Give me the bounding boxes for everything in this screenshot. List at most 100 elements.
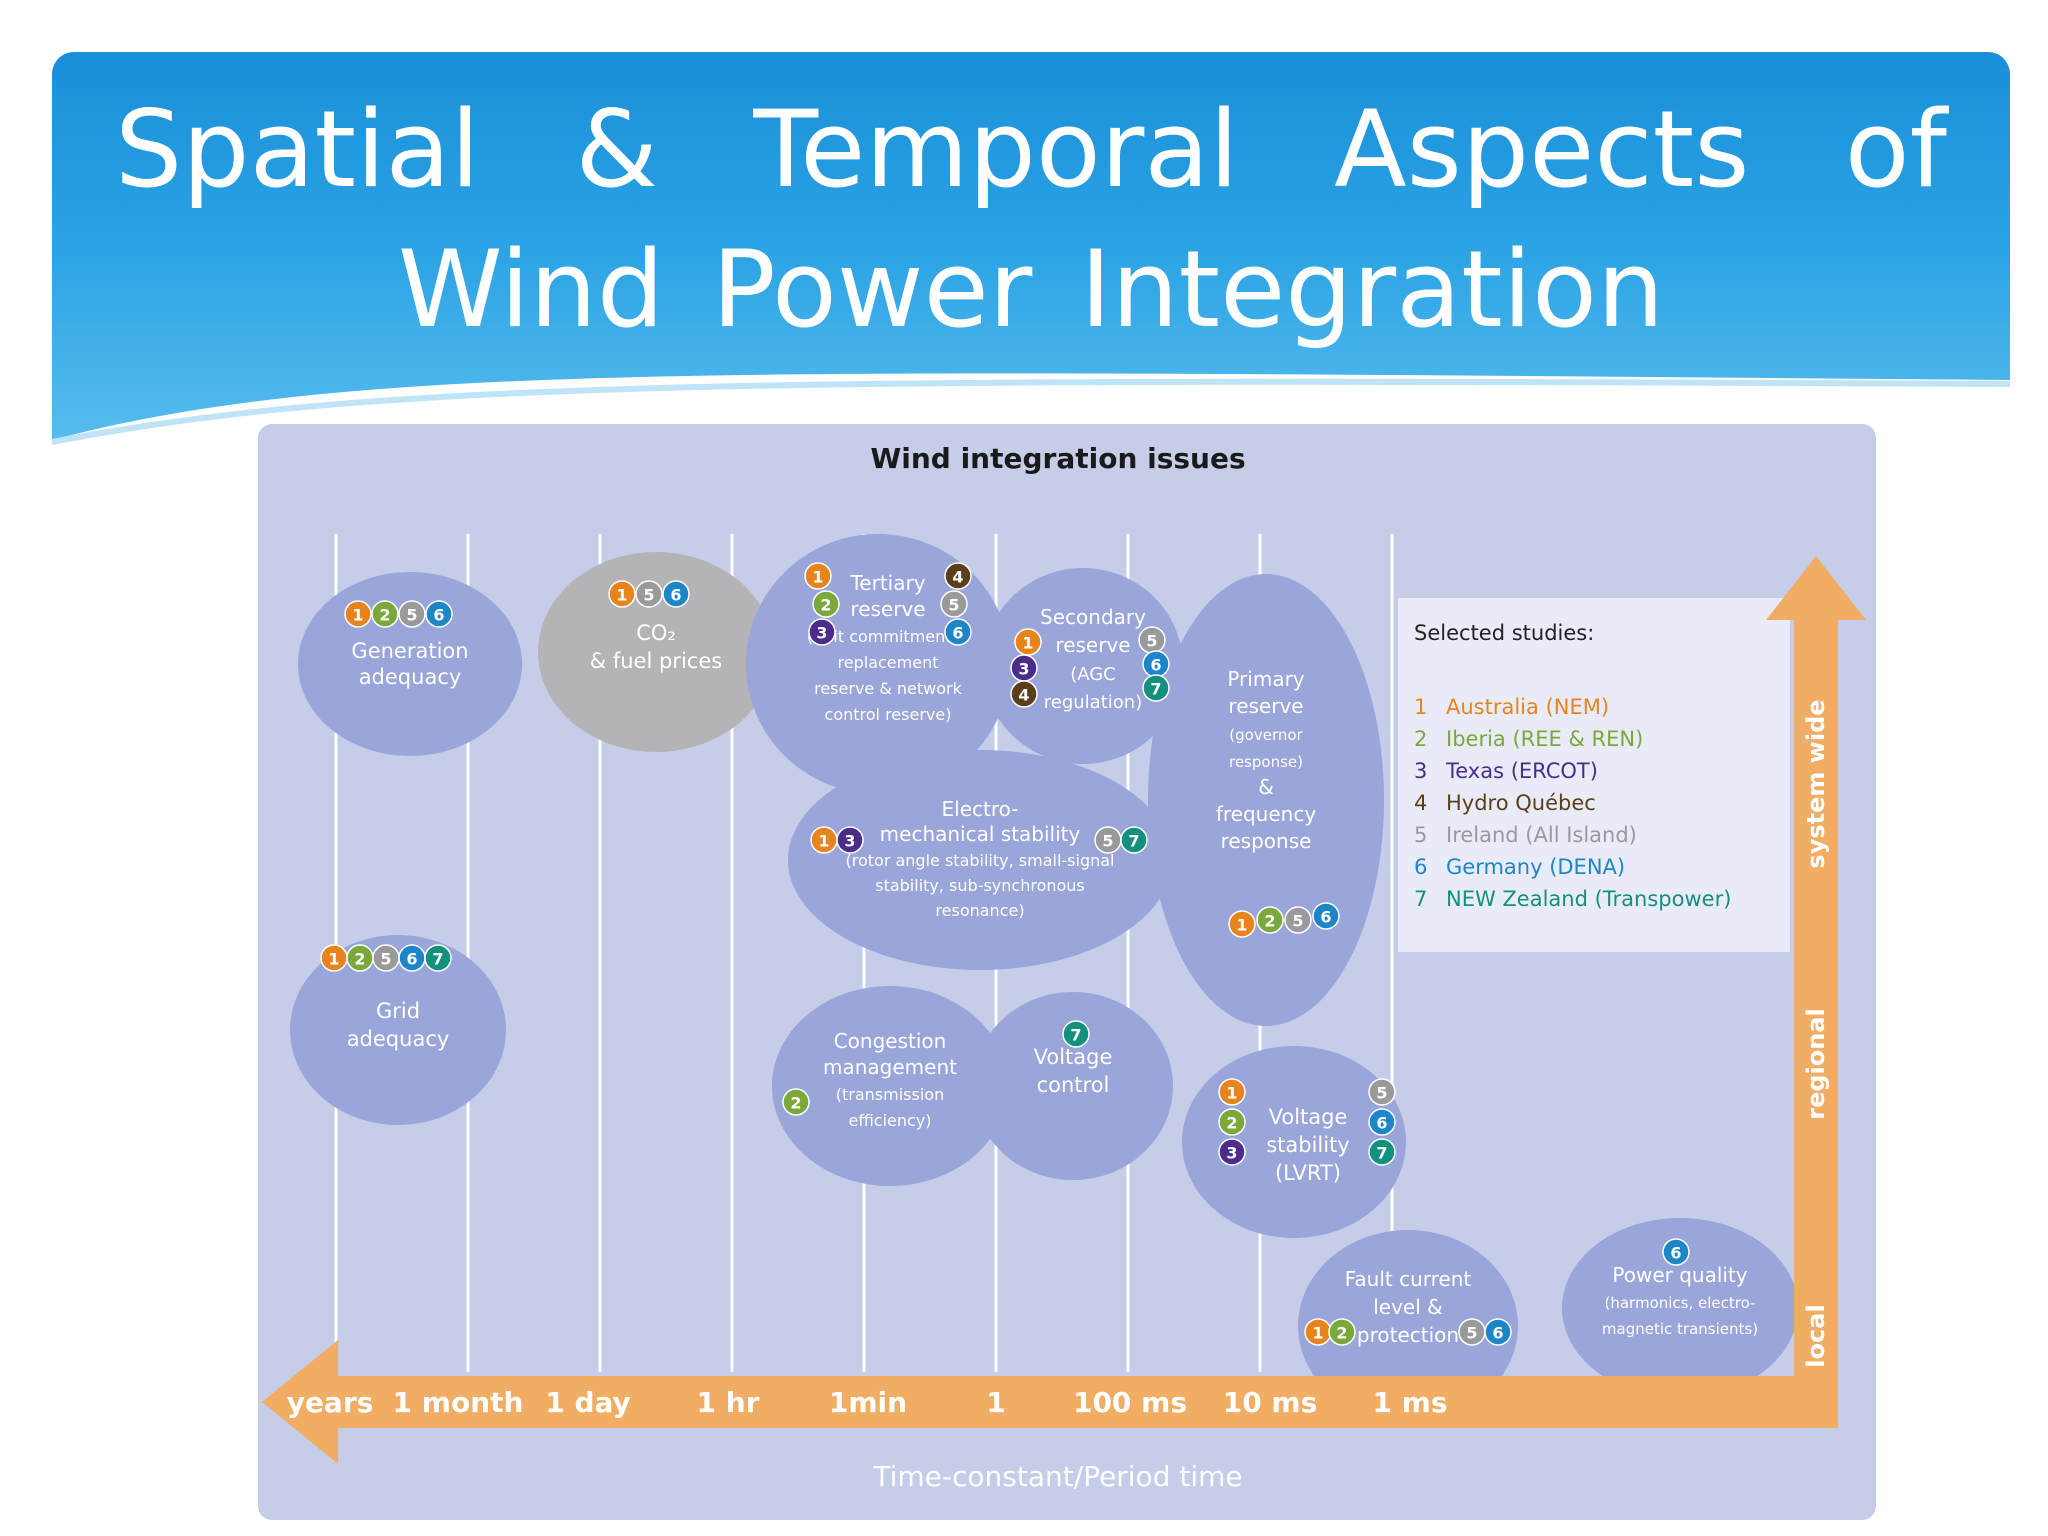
- co2-fuel-prices-label-line: CO₂: [636, 621, 676, 645]
- generation-adequacy-label-line: Generation: [351, 639, 468, 663]
- study-badge: 6: [1368, 1108, 1396, 1136]
- study-badge: 7: [424, 944, 452, 972]
- electro-mechanical-stability-label-line: mechanical stability: [880, 822, 1081, 846]
- generation-adequacy-shape: [298, 572, 522, 756]
- spatial-label-regional: regional: [1802, 1008, 1830, 1120]
- legend-item-number: 3: [1414, 759, 1427, 783]
- study-badge: 1: [1218, 1078, 1246, 1106]
- legend-box: [1398, 598, 1790, 952]
- legend-item-name: NEW Zealand (Transpower): [1446, 887, 1731, 911]
- svg-text:4: 4: [952, 568, 963, 587]
- power-quality-shape: [1562, 1218, 1798, 1398]
- study-badge: 6: [1312, 902, 1340, 930]
- study-badge: 6: [944, 618, 972, 646]
- legend-item-number: 7: [1414, 887, 1427, 911]
- co2-fuel-prices-shape: [538, 552, 774, 752]
- study-badge: 7: [1062, 1020, 1090, 1048]
- svg-text:5: 5: [1102, 832, 1113, 851]
- study-badge: 5: [1284, 906, 1312, 934]
- electro-mechanical-stability-label: Electro-mechanical stability(rotor angle…: [846, 797, 1115, 920]
- tertiary-reserve-label-line: reserve: [850, 597, 925, 621]
- secondary-reserve-shape: [983, 568, 1183, 764]
- svg-text:2: 2: [379, 606, 390, 625]
- spatial-label-local: local: [1802, 1304, 1830, 1367]
- svg-text:1: 1: [328, 950, 339, 969]
- title-line-1: Spatial & Temporal Aspects of: [115, 88, 1947, 211]
- fault-current-label-line: level &: [1373, 1295, 1443, 1319]
- grid-adequacy-label-line: Grid: [376, 999, 420, 1023]
- spatial-label-system-wide: system wide: [1802, 699, 1830, 868]
- voltage-stability-label-line: (LVRT): [1275, 1161, 1341, 1185]
- svg-text:5: 5: [1466, 1324, 1477, 1343]
- study-badge: 6: [425, 600, 453, 628]
- tertiary-reserve-label-line: Tertiary: [849, 571, 925, 595]
- study-badge: 1: [1228, 910, 1256, 938]
- legend-item-name: Germany (DENA): [1446, 855, 1625, 879]
- study-badge: 3: [836, 826, 864, 854]
- study-badge: 4: [1010, 680, 1038, 708]
- svg-text:1: 1: [1312, 1324, 1323, 1343]
- svg-text:1: 1: [1236, 916, 1247, 935]
- voltage-control-shape: [973, 992, 1173, 1180]
- svg-text:5: 5: [1292, 912, 1303, 931]
- tertiary-reserve-label-line: replacement: [838, 653, 939, 672]
- tertiary-reserve-label-line: reserve & network: [814, 679, 963, 698]
- issue-shapes: [290, 534, 1798, 1422]
- co2-fuel-prices-label-line: & fuel prices: [590, 649, 722, 673]
- study-badge: 5: [635, 580, 663, 608]
- tertiary-reserve-label-line: control reserve): [825, 705, 952, 724]
- time-tick-label: 100 ms: [1073, 1386, 1187, 1419]
- svg-text:2: 2: [820, 596, 831, 615]
- primary-reserve-shape: [1148, 574, 1384, 1026]
- co2-fuel-prices-label: CO₂ & fuel prices: [590, 621, 722, 673]
- study-badge: 2: [1218, 1108, 1246, 1136]
- time-axis-label: Time-constant/Period time: [872, 1460, 1242, 1493]
- title-line-2: Wind Power Integration: [397, 228, 1665, 351]
- study-badge: 3: [1218, 1138, 1246, 1166]
- svg-text:6: 6: [952, 624, 963, 643]
- svg-text:3: 3: [844, 832, 855, 851]
- congestion-management-label-line: Congestion: [834, 1029, 947, 1053]
- legend-item-number: 2: [1414, 727, 1427, 751]
- primary-reserve-label-line: response: [1221, 829, 1312, 853]
- study-badge: 5: [1094, 826, 1122, 854]
- study-badge: 3: [1010, 654, 1038, 682]
- spatial-axis-arrow: [1766, 556, 1866, 1414]
- time-tick-label: 1min: [829, 1386, 907, 1419]
- svg-text:5: 5: [406, 606, 417, 625]
- study-badge: 1: [344, 600, 372, 628]
- study-badge: 6: [1484, 1318, 1512, 1346]
- study-badge: 1: [804, 562, 832, 590]
- svg-text:6: 6: [1670, 1244, 1681, 1263]
- study-badge: 5: [398, 600, 426, 628]
- primary-reserve-label-line: reserve: [1228, 694, 1303, 718]
- electro-mechanical-stability-label-line: resonance): [935, 901, 1024, 920]
- study-badge: 2: [1328, 1318, 1356, 1346]
- legend-title: Selected studies:: [1414, 621, 1594, 645]
- time-axis-arrow: [262, 1340, 1838, 1464]
- electro-mechanical-stability-label-line: (rotor angle stability, small-signal: [846, 851, 1115, 870]
- svg-text:6: 6: [1150, 656, 1161, 675]
- svg-text:5: 5: [643, 586, 654, 605]
- power-quality-label: Power quality(harmonics, electro-magneti…: [1602, 1263, 1758, 1338]
- grid-adequacy-shape: [290, 935, 506, 1125]
- svg-text:1: 1: [1022, 634, 1033, 653]
- study-badge: 5: [1458, 1318, 1486, 1346]
- svg-text:3: 3: [1226, 1144, 1237, 1163]
- power-quality-label-line: (harmonics, electro-: [1605, 1294, 1756, 1312]
- generation-adequacy-label-line: adequacy: [359, 665, 462, 689]
- secondary-reserve-label-line: regulation): [1044, 692, 1142, 713]
- study-badge: 6: [1662, 1238, 1690, 1266]
- svg-text:7: 7: [1376, 1144, 1387, 1163]
- svg-text:6: 6: [406, 950, 417, 969]
- study-badge: 2: [782, 1088, 810, 1116]
- study-badge: 6: [1142, 650, 1170, 678]
- svg-text:6: 6: [670, 586, 681, 605]
- svg-text:1: 1: [812, 568, 823, 587]
- study-badge: 5: [940, 590, 968, 618]
